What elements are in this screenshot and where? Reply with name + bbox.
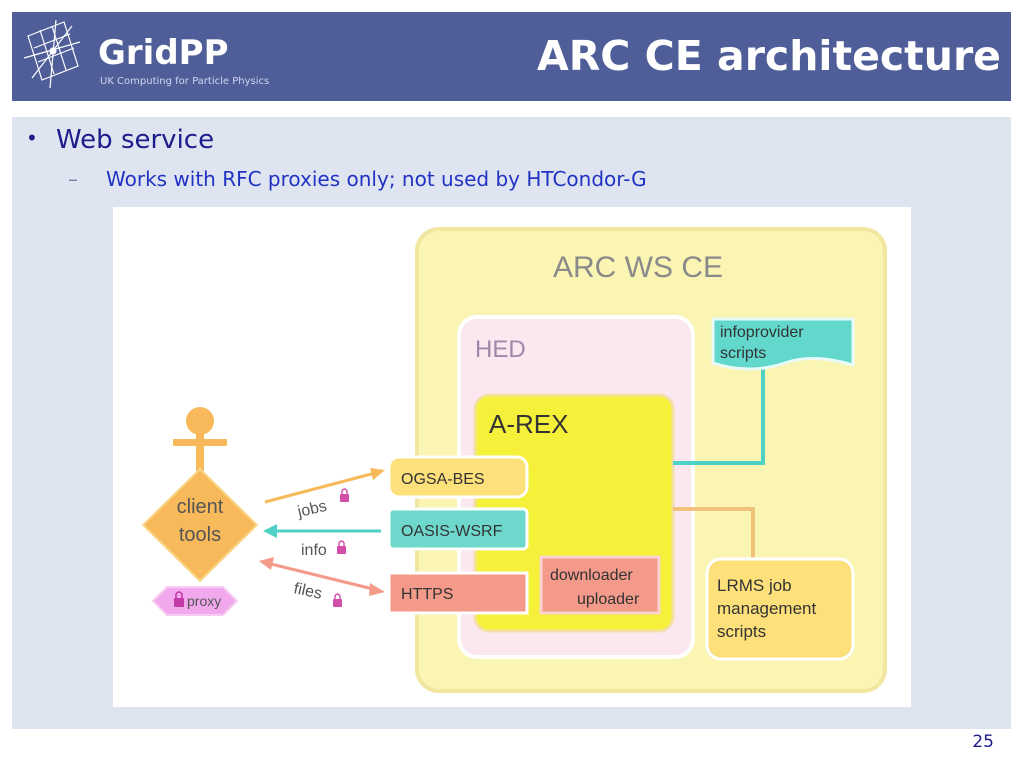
logo-text: GridPP [98, 33, 229, 73]
files-lock-icon [333, 593, 342, 607]
slide-content: • Web service – Works with RFC proxies onl… [12, 117, 1011, 729]
slide-title: ARC CE architecture [537, 32, 1001, 80]
infoprovider-label-line1: infoprovider [720, 324, 804, 341]
oasis-wsrf-box [387, 507, 529, 551]
gridpp-logo: GridPP UK Computing for Particle Physics [23, 19, 269, 89]
lrms-label-line2: management [717, 599, 817, 618]
uploader-label: uploader [577, 591, 640, 608]
info-arrow [263, 524, 381, 538]
hed-label: HED [475, 336, 526, 363]
client-body-icon [196, 433, 204, 475]
sub-bullet-item: – Works with RFC proxies only; not used b… [68, 167, 647, 191]
client-label-line1: client [177, 496, 224, 518]
ogsa-bes-box [387, 455, 529, 499]
bullet-item: • Web service [26, 125, 214, 155]
oasis-wsrf-label: OASIS-WSRF [401, 523, 503, 540]
lrms-label-line1: LRMS job [717, 576, 792, 595]
proxy-label: proxy [187, 593, 221, 609]
arc-ws-ce-label: ARC WS CE [553, 251, 723, 284]
logo-tagline: UK Computing for Particle Physics [100, 76, 269, 87]
proxy-lock-icon [174, 591, 184, 607]
client-tools-diamond [141, 467, 259, 583]
sub-bullet-dash: – [68, 167, 78, 191]
bullet-dot: • [26, 126, 38, 150]
arex-label: A-REX [489, 409, 568, 439]
jobs-label: jobs [295, 498, 328, 521]
client-head-icon [186, 407, 214, 435]
https-box [387, 571, 529, 615]
infoprovider-connector [673, 359, 765, 465]
info-lock-icon [337, 540, 346, 554]
sub-bullet-text: Works with RFC proxies only; not used by… [106, 167, 647, 191]
jobs-lock-icon [340, 488, 349, 502]
bullet-text: Web service [56, 125, 215, 155]
downloader-label: downloader [550, 567, 633, 584]
https-label: HTTPS [401, 586, 453, 603]
lrms-connector [673, 507, 755, 559]
client-arms-icon [173, 439, 227, 446]
jobs-arrow [264, 468, 385, 504]
files-label: files [292, 580, 323, 603]
infoprovider-label-line2: scripts [720, 345, 766, 362]
lrms-label-line3: scripts [717, 622, 766, 641]
page-number: 25 [972, 732, 994, 752]
ogsa-bes-label: OGSA-BES [401, 471, 485, 488]
lrms-scripts-box [705, 557, 855, 661]
infoprovider-scripts-box [711, 317, 855, 371]
info-label: info [301, 542, 327, 559]
files-arrow [259, 557, 385, 596]
arc-architecture-diagram: ARC WS CE HED A-REX infoprovider scripts… [113, 207, 911, 707]
client-label-line2: tools [179, 524, 221, 546]
proxy-badge [151, 586, 239, 616]
slide-header: GridPP UK Computing for Particle Physics… [12, 12, 1011, 101]
downloader-uploader-box [539, 555, 661, 615]
